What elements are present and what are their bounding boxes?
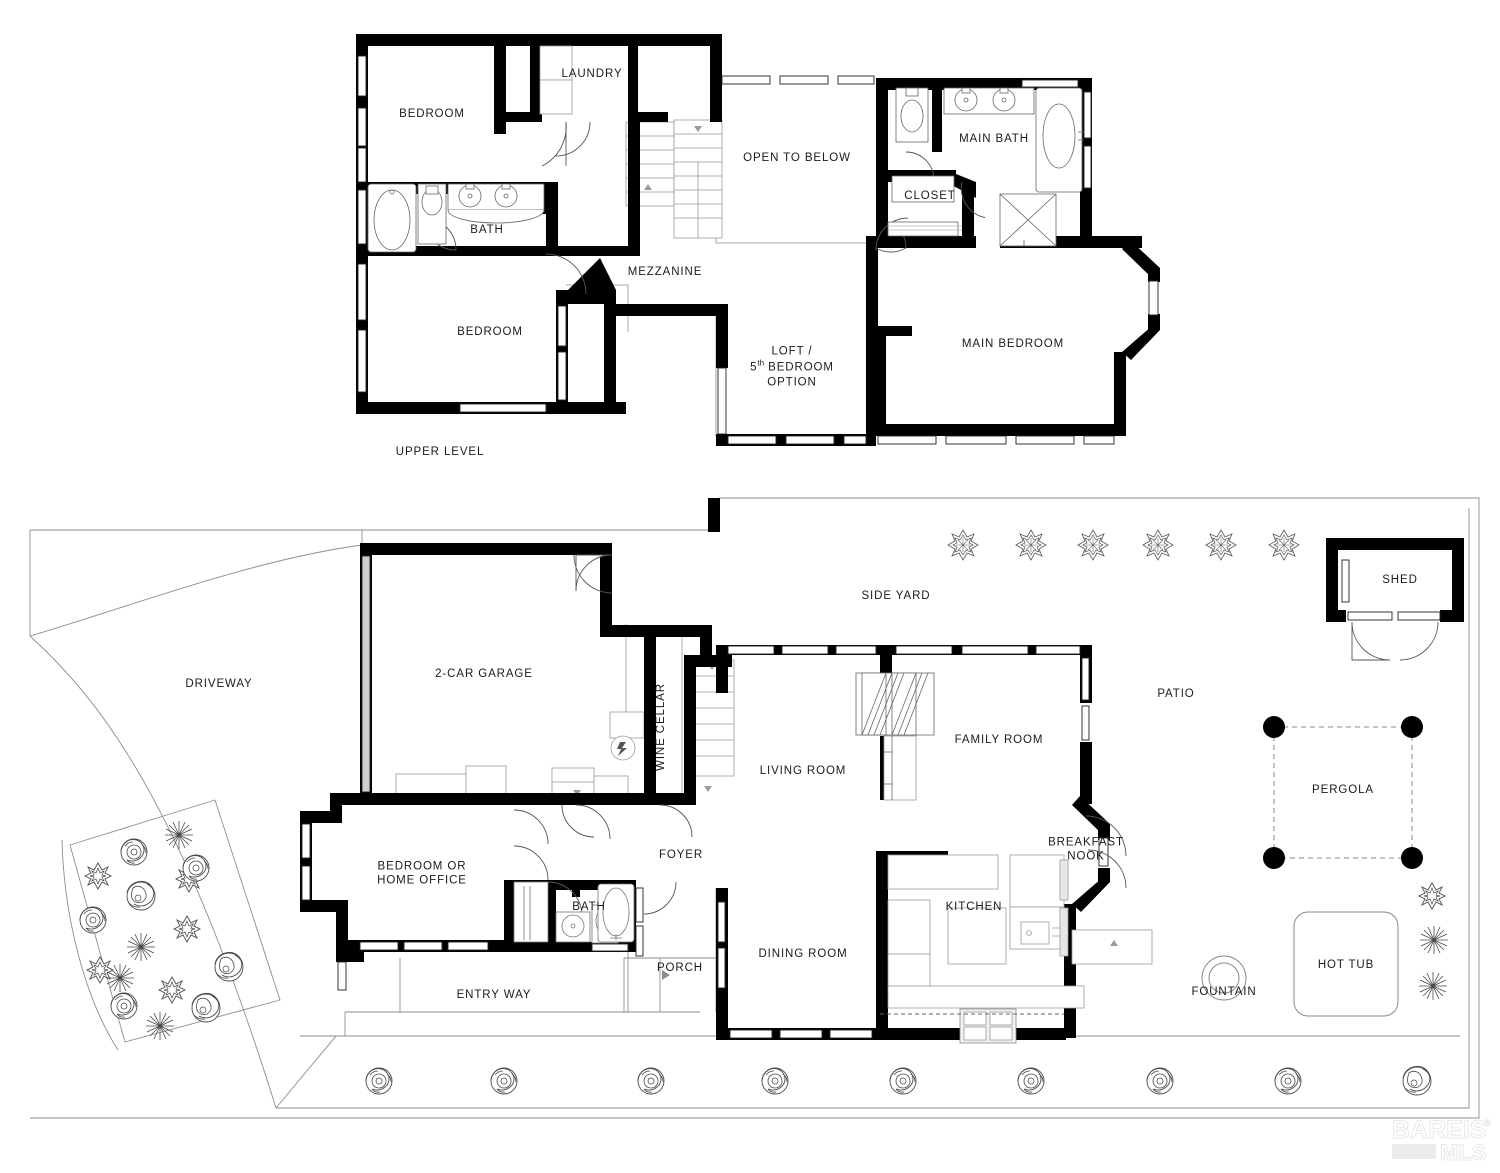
room-label-bedroom-or-home-office: BEDROOM OR HOME OFFICE [377,860,467,887]
watermark-line2: MLS [1440,1140,1486,1165]
upper-windows [357,55,1159,445]
lower-door-swings [513,554,1439,917]
lower-level-plan [29,497,1480,1119]
room-label-laundry: LAUNDRY [561,67,623,80]
lower-bath-fixtures [513,881,635,944]
front-shrubs [365,1065,1432,1096]
upper-left-bath-fixtures [367,183,545,253]
feature-label-fountain: FOUNTAIN [1191,985,1257,998]
site-outline [29,497,1480,1119]
watermark-registered: ® [1484,1118,1491,1128]
level-caption-upper: UPPER LEVEL [395,445,485,458]
laundry-appliances [539,45,573,115]
room-label-foyer: FOYER [658,848,704,861]
room-label-breakfast-nook: BREAKFAST NOOK [1048,836,1124,863]
upper-level-plan [356,34,1160,446]
area-label-entry-way: ENTRY WAY [456,988,532,1001]
hot-tub-shape [1293,911,1399,1017]
room-label-living-room: LIVING ROOM [759,764,847,777]
pergola-post [1401,716,1423,738]
fireplace [855,672,935,801]
fountain-shape [1201,955,1247,1001]
room-label-dining-room: DINING ROOM [758,947,848,960]
structure-label-pergola: PERGOLA [1312,783,1374,796]
room-label-bath-lower: BATH [572,900,606,913]
area-label-patio: PATIO [1157,687,1195,700]
main-bath-fixtures [887,87,1084,247]
planting-bed-plants [79,820,244,1041]
pergola-post [1263,716,1285,738]
room-label-porch: PORCH [656,961,704,974]
structure-label-shed: SHED [1382,573,1418,586]
room-label-bedroom-upper-2: BEDROOM [457,325,523,338]
room-label-bedroom-upper-1: BEDROOM [399,107,465,120]
feature-label-hot-tub: HOT TUB [1317,958,1375,971]
side-yard-shrubs [947,529,1300,561]
pergola-post [1401,847,1423,869]
lower-thin-lines [395,624,735,801]
watermark-bar [1392,1144,1436,1159]
room-label-family-room: FAMILY ROOM [954,733,1044,746]
area-label-driveway: DRIVEWAY [185,677,253,690]
pergola-post [1263,847,1285,869]
lower-windows [301,555,1441,1039]
bareis-mls-watermark: BAREIS ® MLS [1391,1115,1491,1165]
room-label-2-car-garage: 2-CAR GARAGE [435,667,533,680]
room-label-main-bath: MAIN BATH [959,132,1029,145]
room-label-kitchen: KITCHEN [945,900,1003,913]
watermark-line1: BAREIS [1392,1116,1486,1144]
room-label-wine-cellar: WINE CELLAR [654,683,667,771]
room-label-main-bedroom: MAIN BEDROOM [961,337,1065,350]
kitchen-fixtures [887,854,1153,1044]
area-label-side-yard: SIDE YARD [861,589,931,602]
room-label-mezzanine: MEZZANINE [627,265,703,278]
room-label-bath-upper: BATH [470,223,504,236]
room-label-open-to-below: OPEN TO BELOW [743,151,851,164]
pergola-structure [1263,716,1423,869]
room-label-closet: CLOSET [904,189,956,202]
patio-edge-plants [1418,882,1449,1001]
upper-stairs [625,119,723,239]
